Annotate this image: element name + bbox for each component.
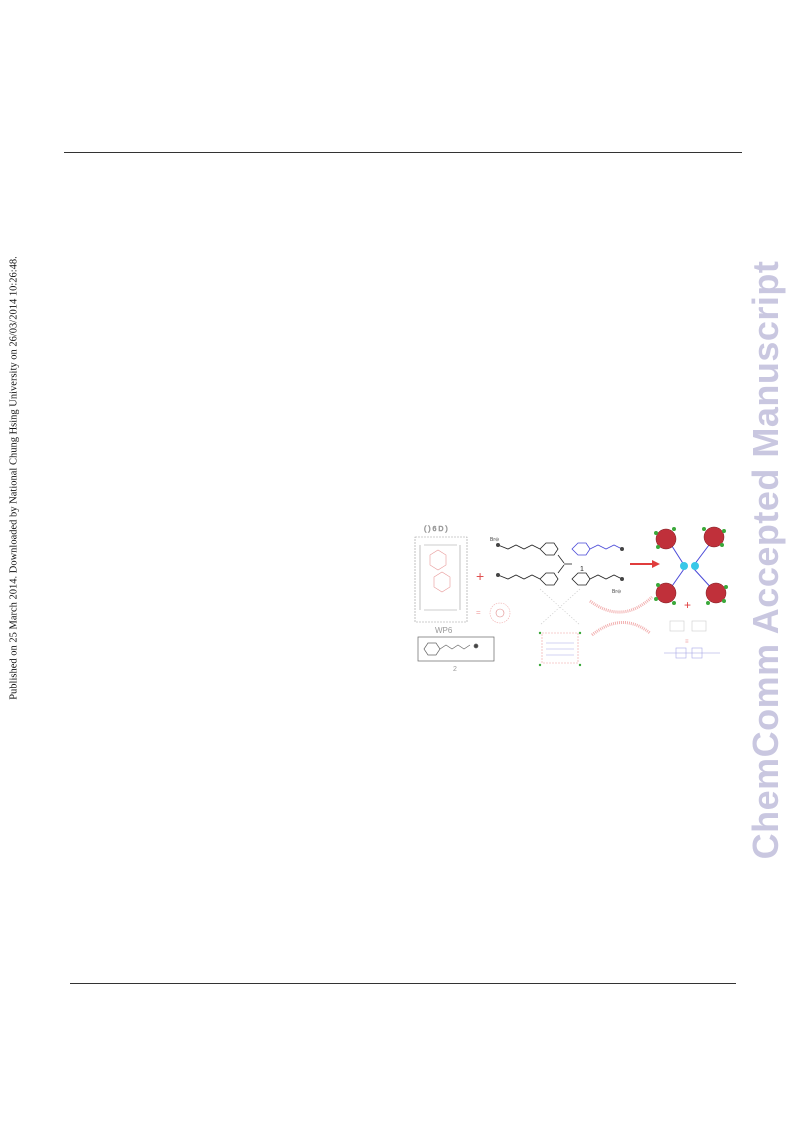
plus-sign-red: + bbox=[684, 598, 691, 612]
schematic-host-icon bbox=[489, 602, 511, 624]
equivalence-sign: ≡ bbox=[685, 639, 689, 645]
counter-ion-2: Br⊖ bbox=[612, 589, 621, 595]
plus-sign: + bbox=[476, 568, 484, 584]
svg-text:( ) 6 D ): ( ) 6 D ) bbox=[424, 526, 448, 533]
assembled-product bbox=[654, 526, 728, 605]
wp6-host-structure: ( ) 6 D ) bbox=[414, 526, 468, 623]
footer-rule bbox=[70, 983, 736, 984]
host-label: WP6 bbox=[435, 626, 453, 635]
manuscript-watermark: ChemComm Accepted Manuscript bbox=[745, 260, 786, 860]
schematic-complex-icon bbox=[538, 588, 582, 667]
supramolecular-scheme-figure: ( ) 6 D ) WP6 2 + bbox=[412, 515, 737, 695]
reaction-arrow bbox=[630, 560, 660, 568]
compound-label: 1 bbox=[580, 566, 584, 573]
header-rule bbox=[64, 152, 742, 153]
publication-note: Published on 25 March 2014. Downloaded b… bbox=[8, 256, 20, 700]
equals-sign: = bbox=[476, 608, 481, 617]
counter-ion-1: Br⊖ bbox=[490, 537, 499, 543]
guest-2-structure bbox=[417, 636, 495, 662]
schematic-crossed-arms bbox=[589, 595, 654, 637]
guest-label: 2 bbox=[453, 666, 457, 673]
compound-1-structure bbox=[496, 542, 624, 586]
schematic-dimer-icon bbox=[664, 620, 720, 659]
